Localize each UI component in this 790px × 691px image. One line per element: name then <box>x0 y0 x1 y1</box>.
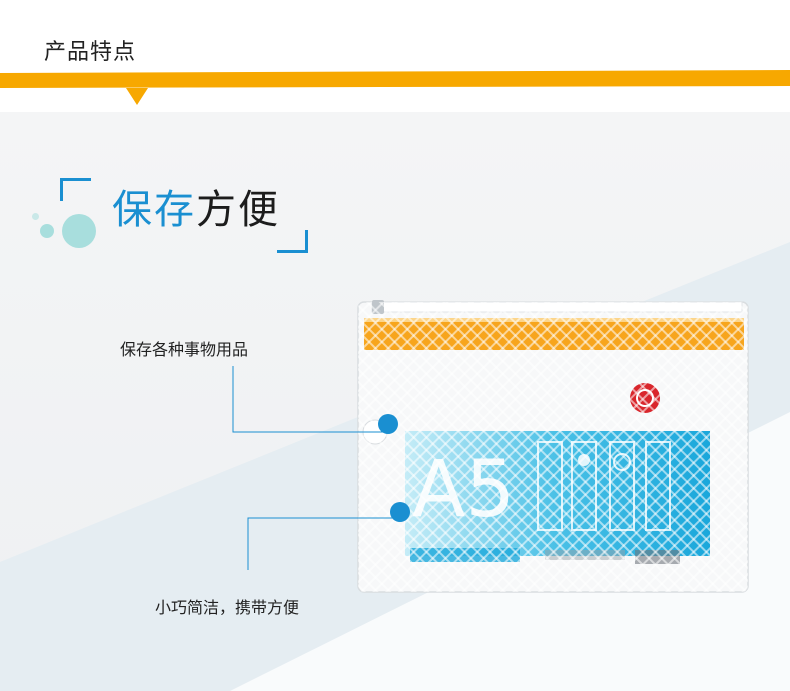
callout-label-2: 小巧简洁，携带方便 <box>155 598 300 617</box>
callout-label-1: 保存各种事物用品 <box>120 340 249 359</box>
bracket-bottom-right-icon <box>277 230 308 253</box>
decor-dot-large <box>62 214 96 248</box>
header: 产品特点 <box>0 0 790 70</box>
orange-pointer-icon <box>126 88 148 105</box>
page-title: 产品特点 <box>44 40 137 65</box>
product-image: A5 <box>357 300 749 593</box>
callout-marker-2 <box>390 502 410 522</box>
section-title: 保存方便 <box>112 186 280 234</box>
section-title-blue: 保存 <box>112 187 196 233</box>
section-title-dark: 方便 <box>196 187 280 233</box>
orange-divider <box>0 70 790 88</box>
callout-marker-1 <box>378 414 398 434</box>
bracket-top-left-icon <box>60 178 91 201</box>
decor-dot-small <box>32 213 39 220</box>
decor-dot-medium <box>40 224 54 238</box>
